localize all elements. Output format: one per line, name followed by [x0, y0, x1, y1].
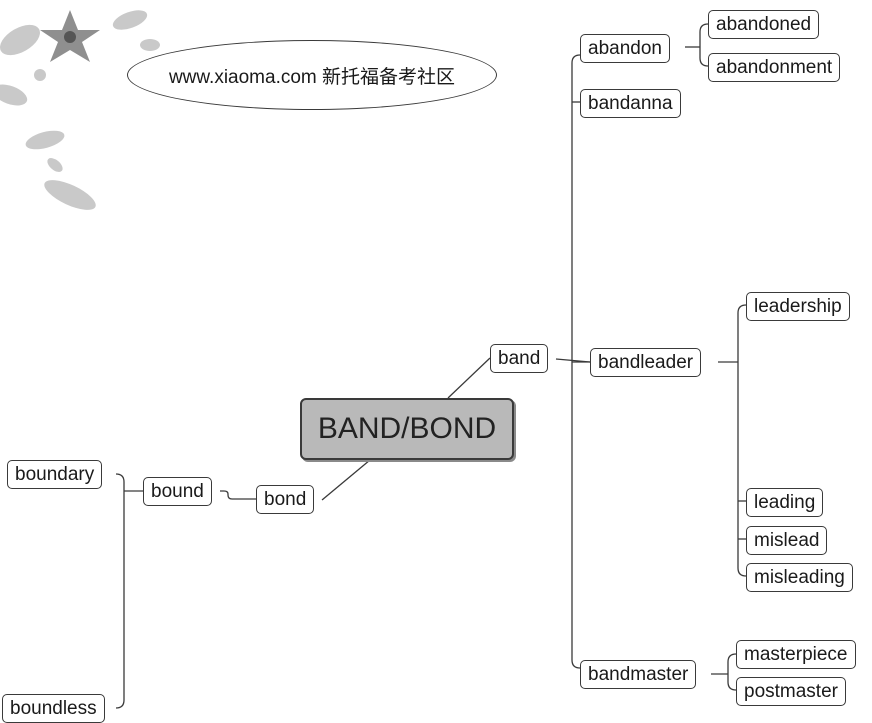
- watermark-label: www.xiaoma.com 新托福备考社区: [127, 40, 497, 110]
- node-misleading[interactable]: misleading: [746, 563, 853, 592]
- node-bandanna[interactable]: bandanna: [580, 89, 681, 118]
- node-mislead[interactable]: mislead: [746, 526, 828, 555]
- node-band[interactable]: band: [490, 344, 549, 373]
- node-leading[interactable]: leading: [746, 488, 824, 517]
- node-abandoned[interactable]: abandoned: [708, 10, 820, 39]
- node-boundless[interactable]: boundless: [2, 694, 105, 723]
- node-abandonment[interactable]: abandonment: [708, 53, 841, 82]
- node-bound[interactable]: bound: [143, 477, 212, 506]
- node-masterpiece[interactable]: masterpiece: [736, 640, 856, 669]
- node-bond[interactable]: bond: [256, 485, 315, 514]
- node-leadership[interactable]: leadership: [746, 292, 850, 321]
- node-bandleader[interactable]: bandleader: [590, 348, 702, 377]
- central-topic[interactable]: BAND/BOND: [300, 398, 514, 460]
- node-bandmaster[interactable]: bandmaster: [580, 660, 697, 689]
- node-boundary[interactable]: boundary: [7, 460, 103, 489]
- floral-decoration-icon: [0, 10, 160, 210]
- node-abandon[interactable]: abandon: [580, 34, 670, 63]
- node-postmaster[interactable]: postmaster: [736, 677, 846, 706]
